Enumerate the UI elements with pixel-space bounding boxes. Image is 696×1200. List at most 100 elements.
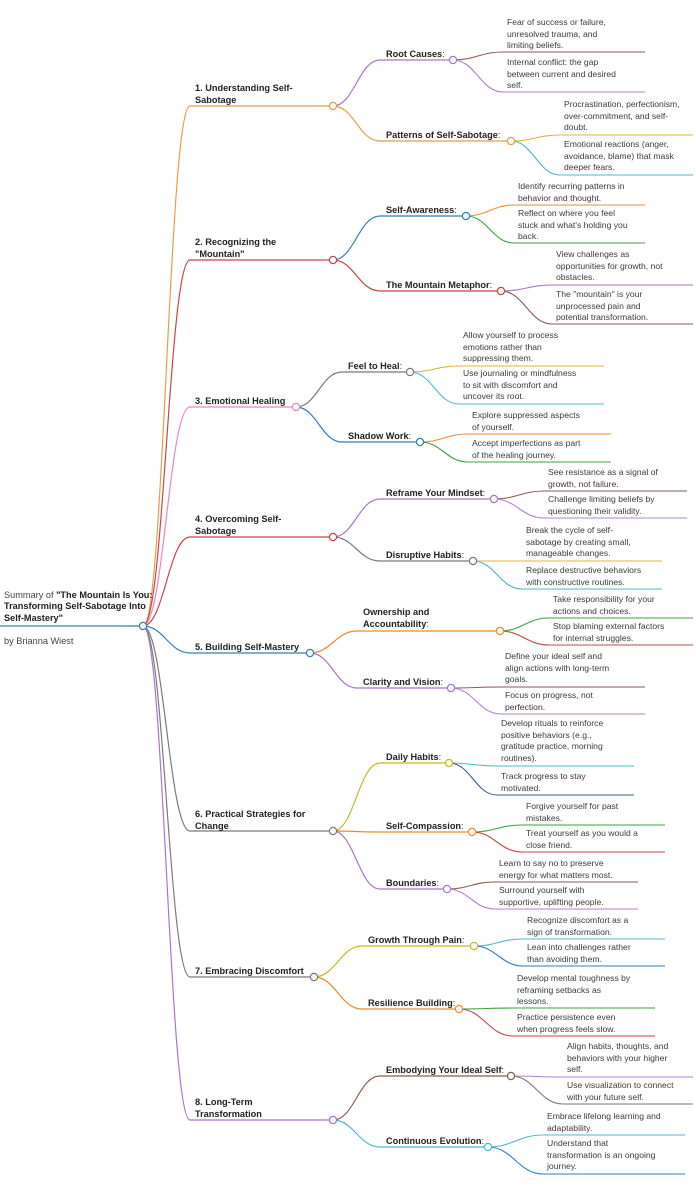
leaf-2-1-1[interactable]: Identify recurring patterns in behavior … xyxy=(518,181,625,204)
leaf-8-1-2[interactable]: Use visualization to connect with your f… xyxy=(567,1080,674,1103)
leaf-2-1-2[interactable]: Reflect on where you feel stuck and what… xyxy=(518,208,628,243)
subtopic-link-6-3 xyxy=(332,830,381,890)
subtopic-node-5-1[interactable] xyxy=(495,626,505,636)
leaf-link-6-3-2 xyxy=(446,888,496,910)
subtopic-1-1[interactable]: Root Causes: xyxy=(386,49,445,61)
leaf-2-2-2[interactable]: The "mountain" is your unprocessed pain … xyxy=(556,289,648,324)
root-node[interactable] xyxy=(138,621,148,631)
subtopic-8-1[interactable]: Embodying Your Ideal Self: xyxy=(386,1065,504,1077)
section-node-3[interactable] xyxy=(291,402,301,412)
subtopic-node-6-2[interactable] xyxy=(467,827,477,837)
root-topic[interactable]: Summary of "The Mountain Is You: Transfo… xyxy=(4,578,164,647)
leaf-5-2-1[interactable]: Define your ideal self and align actions… xyxy=(505,651,609,686)
leaf-6-1-1[interactable]: Develop rituals to reinforce positive be… xyxy=(501,718,603,764)
section-7[interactable]: 7. Embracing Discomfort xyxy=(195,966,304,978)
leaf-3-2-2-text: Accept imperfections as part of the heal… xyxy=(472,438,581,460)
section-8[interactable]: 8. Long-Term Transformation xyxy=(195,1097,262,1120)
leaf-8-2-2[interactable]: Understand that transformation is an ong… xyxy=(547,1138,655,1173)
subtopic-node-3-1[interactable] xyxy=(405,367,415,377)
subtopic-7-1[interactable]: Growth Through Pain: xyxy=(368,935,464,947)
subtopic-6-3[interactable]: Boundaries: xyxy=(386,878,439,890)
subtopic-8-1-text: Embodying Your Ideal Self xyxy=(386,1065,502,1075)
leaf-4-2-1[interactable]: Break the cycle of self- sabotage by cre… xyxy=(526,525,631,560)
leaf-7-2-1[interactable]: Develop mental toughness by reframing se… xyxy=(517,973,630,1008)
subtopic-5-2[interactable]: Clarity and Vision: xyxy=(363,677,443,689)
subtopic-6-1[interactable]: Daily Habits: xyxy=(386,752,441,764)
leaf-3-1-1[interactable]: Allow yourself to process emotions rathe… xyxy=(463,330,558,365)
subtopic-4-1[interactable]: Reframe Your Mindset: xyxy=(386,488,485,500)
leaf-7-2-2[interactable]: Practice persistence even when progress … xyxy=(517,1012,615,1035)
leaf-7-2-2-text: Practice persistence even when progress … xyxy=(517,1012,616,1034)
section-5[interactable]: 5. Building Self-Mastery xyxy=(195,642,299,654)
subtopic-node-2-1[interactable] xyxy=(461,211,471,221)
leaf-5-1-2[interactable]: Stop blaming external factors for intern… xyxy=(553,621,664,644)
label-colon: : xyxy=(461,550,465,560)
section-6[interactable]: 6. Practical Strategies for Change xyxy=(195,809,305,832)
leaf-2-2-1[interactable]: View challenges as opportunities for gro… xyxy=(556,249,663,284)
subtopic-node-1-1[interactable] xyxy=(448,55,458,65)
subtopic-2-1[interactable]: Self-Awareness: xyxy=(386,205,457,217)
section-node-2[interactable] xyxy=(328,255,338,265)
leaf-1-2-2[interactable]: Emotional reactions (anger, avoidance, b… xyxy=(564,139,674,174)
leaf-4-2-2[interactable]: Replace destructive behaviors with const… xyxy=(526,565,641,588)
subtopic-3-1[interactable]: Feel to Heal: xyxy=(348,361,402,373)
leaf-6-1-2[interactable]: Track progress to stay motivated. xyxy=(501,771,586,794)
section-node-4[interactable] xyxy=(328,532,338,542)
leaf-link-1-1-1 xyxy=(452,51,504,61)
leaf-link-1-1-2 xyxy=(452,59,504,93)
subtopic-node-7-1[interactable] xyxy=(469,941,479,951)
subtopic-node-4-2[interactable] xyxy=(468,556,478,566)
leaf-3-2-2[interactable]: Accept imperfections as part of the heal… xyxy=(472,438,580,461)
leaf-4-1-2[interactable]: Challenge limiting beliefs by questionin… xyxy=(548,494,655,517)
section-node-8[interactable] xyxy=(328,1115,338,1125)
leaf-5-2-1-text: Define your ideal self and align actions… xyxy=(505,651,610,684)
leaf-5-2-2[interactable]: Focus on progress, not perfection. xyxy=(505,690,593,713)
leaf-link-5-1-1 xyxy=(499,617,550,632)
leaf-7-1-2[interactable]: Lean into challenges rather than avoidin… xyxy=(527,942,631,965)
leaf-6-3-1[interactable]: Learn to say no to preserve energy for w… xyxy=(499,858,613,881)
subtopic-node-8-2[interactable] xyxy=(483,1142,493,1152)
leaf-4-1-1[interactable]: See resistance as a signal of growth, no… xyxy=(548,467,658,490)
section-3[interactable]: 3. Emotional Healing xyxy=(195,396,285,408)
section-1[interactable]: 1. Understanding Self- Sabotage xyxy=(195,83,293,106)
section-node-1[interactable] xyxy=(328,101,338,111)
subtopic-node-2-2[interactable] xyxy=(496,286,506,296)
subtopic-4-2[interactable]: Disruptive Habits: xyxy=(386,550,464,562)
leaf-3-1-2[interactable]: Use journaling or mindfulness to sit wit… xyxy=(463,368,576,403)
subtopic-node-5-2[interactable] xyxy=(446,683,456,693)
subtopic-node-6-3[interactable] xyxy=(442,884,452,894)
leaf-7-1-1[interactable]: Recognize discomfort as a sign of transf… xyxy=(527,915,628,938)
subtopic-1-2[interactable]: Patterns of Self-Sabotage: xyxy=(386,130,500,142)
subtopic-node-1-2[interactable] xyxy=(506,136,516,146)
subtopic-3-2[interactable]: Shadow Work: xyxy=(348,431,411,443)
leaf-1-2-1[interactable]: Procrastination, perfectionism, over-com… xyxy=(564,99,680,134)
section-node-6[interactable] xyxy=(328,826,338,836)
subtopic-node-3-2[interactable] xyxy=(415,437,425,447)
subtopic-2-2[interactable]: The Mountain Metaphor: xyxy=(386,280,492,292)
subtopic-4-1-text: Reframe Your Mindset xyxy=(386,488,483,498)
leaf-6-2-1[interactable]: Forgive yourself for past mistakes. xyxy=(526,801,618,824)
section-node-5[interactable] xyxy=(305,648,315,658)
leaf-6-3-2[interactable]: Surround yourself with supportive, uplif… xyxy=(499,885,604,908)
subtopic-6-2[interactable]: Self-Compassion: xyxy=(386,821,464,833)
leaf-5-1-1[interactable]: Take responsibility for your actions and… xyxy=(553,594,655,617)
section-4[interactable]: 4. Overcoming Self- Sabotage xyxy=(195,514,281,537)
subtopic-node-4-1[interactable] xyxy=(489,494,499,504)
subtopic-node-6-1[interactable] xyxy=(444,758,454,768)
subtopic-node-8-1[interactable] xyxy=(506,1071,516,1081)
leaf-3-2-1[interactable]: Explore suppressed aspects of yourself. xyxy=(472,410,580,433)
leaf-6-2-2[interactable]: Treat yourself as you would a close frie… xyxy=(526,828,638,851)
subtopic-node-7-2[interactable] xyxy=(454,1004,464,1014)
leaf-1-1-2[interactable]: Internal conflict: the gap between curre… xyxy=(507,57,616,92)
leaf-8-1-1[interactable]: Align habits, thoughts, and behaviors wi… xyxy=(567,1041,668,1076)
label-colon: : xyxy=(454,205,457,215)
section-2[interactable]: 2. Recognizing the "Mountain" xyxy=(195,237,276,260)
leaf-link-5-2-1 xyxy=(450,686,502,689)
section-node-7[interactable] xyxy=(309,972,319,982)
subtopic-5-1[interactable]: Ownership and Accountability: xyxy=(363,607,429,630)
leaf-8-2-1[interactable]: Embrace lifelong learning and adaptabili… xyxy=(547,1111,661,1134)
subtopic-7-2[interactable]: Resilience Building: xyxy=(368,998,455,1010)
label-colon: : xyxy=(489,280,493,290)
leaf-1-1-1[interactable]: Fear of success or failure, unresolved t… xyxy=(507,17,606,52)
subtopic-8-2[interactable]: Continuous Evolution: xyxy=(386,1136,484,1148)
